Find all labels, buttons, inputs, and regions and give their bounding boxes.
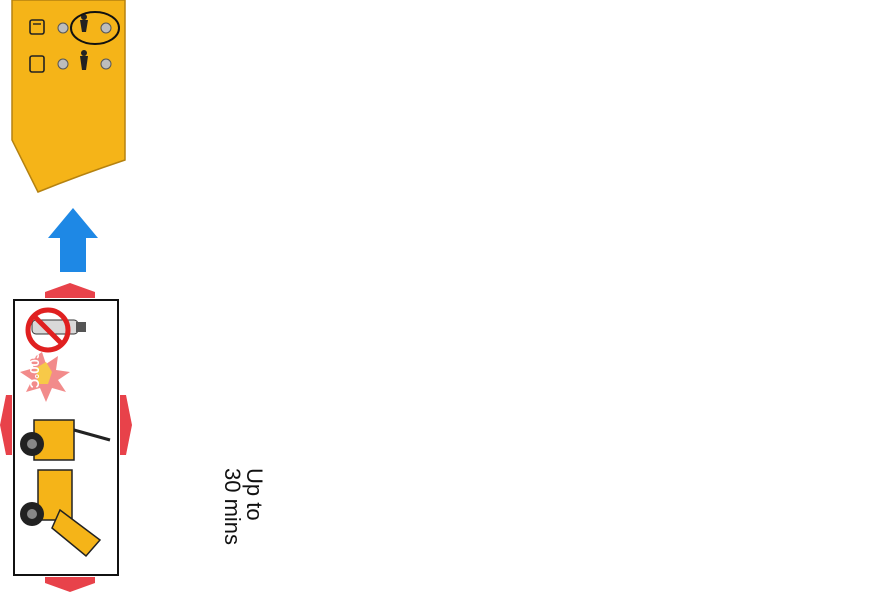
- red-arrow-top-icon: [45, 283, 95, 298]
- temperature-label: 600°C: [27, 352, 42, 388]
- arrow-up-icon: [48, 208, 98, 272]
- time-label-line1: Up to: [243, 468, 265, 597]
- indicator-light-off: [58, 23, 68, 33]
- red-arrow-left-icon: [0, 395, 12, 455]
- indicator-light-off: [101, 59, 111, 69]
- indicator-light-off: [58, 59, 68, 69]
- time-label-line2: 30 mins: [221, 468, 243, 597]
- time-label: Up to 30 mins: [221, 468, 265, 597]
- control-panel-final: [12, 0, 125, 192]
- red-arrow-right-icon: [120, 395, 132, 455]
- red-arrow-bottom-icon: [45, 577, 95, 592]
- indicator-light-off: [101, 23, 111, 33]
